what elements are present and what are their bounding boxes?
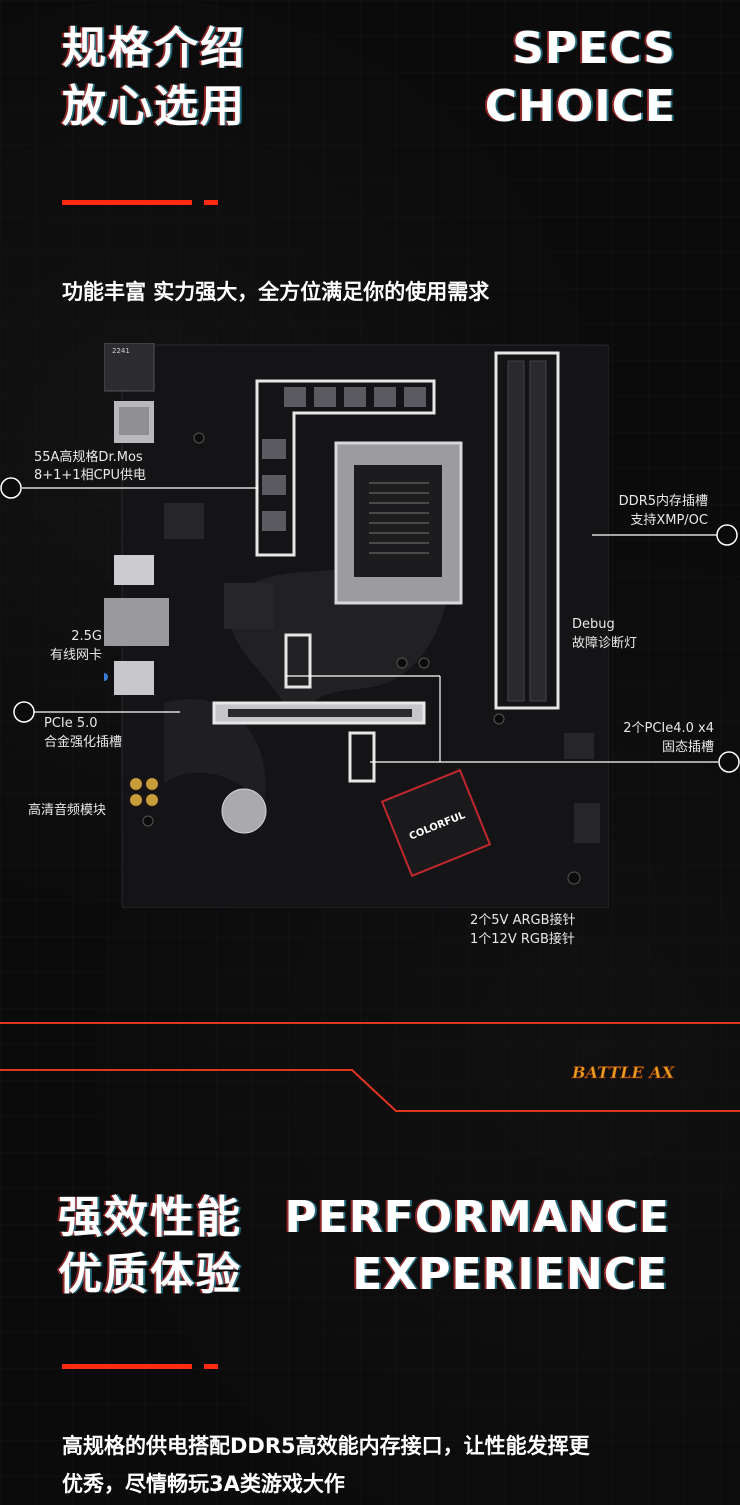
specs-accent-bar	[62, 200, 192, 205]
perf-title-en-line2: EXPERIENCE	[352, 1249, 668, 1300]
board-marking: 2241	[112, 347, 130, 355]
label-ddr5-line2: 支持XMP/OC	[630, 513, 708, 528]
perf-paragraph-line1: 高规格的供电搭配DDR5高效能内存接口，让性能发挥更	[62, 1434, 590, 1458]
perf-title-cn-line1: 强效性能	[58, 1192, 242, 1243]
specs-title-en-line1: SPECS	[512, 23, 676, 74]
label-rgb-line2: 1个12V RGB接针	[470, 932, 575, 947]
specs-subtitle: 功能丰富 实力强大，全方位满足你的使用需求	[62, 280, 490, 304]
label-debug-line1: Debug	[572, 617, 615, 632]
label-debug-line2: 故障诊断灯	[572, 636, 638, 651]
perf-title-en-line1: PERFORMANCE	[284, 1192, 670, 1243]
specs-accent-dot	[204, 200, 218, 205]
label-lan-line2: 有线网卡	[49, 648, 102, 663]
label-power-line1: 55A高规格Dr.Mos	[34, 450, 143, 465]
battle-ax-logo-text: BATTLE AX	[571, 1063, 675, 1082]
motherboard-image: 2241	[104, 343, 609, 908]
specs-title-en-line2: CHOICE	[484, 81, 676, 132]
label-pcie5-line1: PCIe 5.0	[44, 716, 98, 731]
label-power-line2: 8+1+1相CPU供电	[34, 468, 147, 483]
perf-title-cn-line2: 优质体验	[58, 1249, 242, 1300]
battle-ax-logo: BATTLE AX	[571, 1063, 675, 1083]
label-ddr5-line1: DDR5内存插槽	[618, 494, 708, 509]
specs-title-cn-line2: 放心选用	[62, 81, 246, 132]
specs-title-cn-line1: 规格介绍	[62, 23, 246, 74]
perf-accent-bar	[62, 1364, 192, 1369]
perf-accent-dot	[204, 1364, 218, 1369]
label-pcie4-line2: 固态插槽	[661, 740, 714, 755]
label-pcie5-line2: 合金强化插槽	[44, 735, 123, 750]
label-pcie4-line1: 2个PCIe4.0 x4	[623, 721, 714, 736]
label-lan-line1: 2.5G	[71, 629, 102, 644]
label-audio: 高清音频模块	[28, 803, 107, 818]
label-rgb-line1: 2个5V ARGB接针	[470, 913, 576, 928]
perf-paragraph-line2: 优秀，尽情畅玩3A类游戏大作	[62, 1472, 345, 1496]
